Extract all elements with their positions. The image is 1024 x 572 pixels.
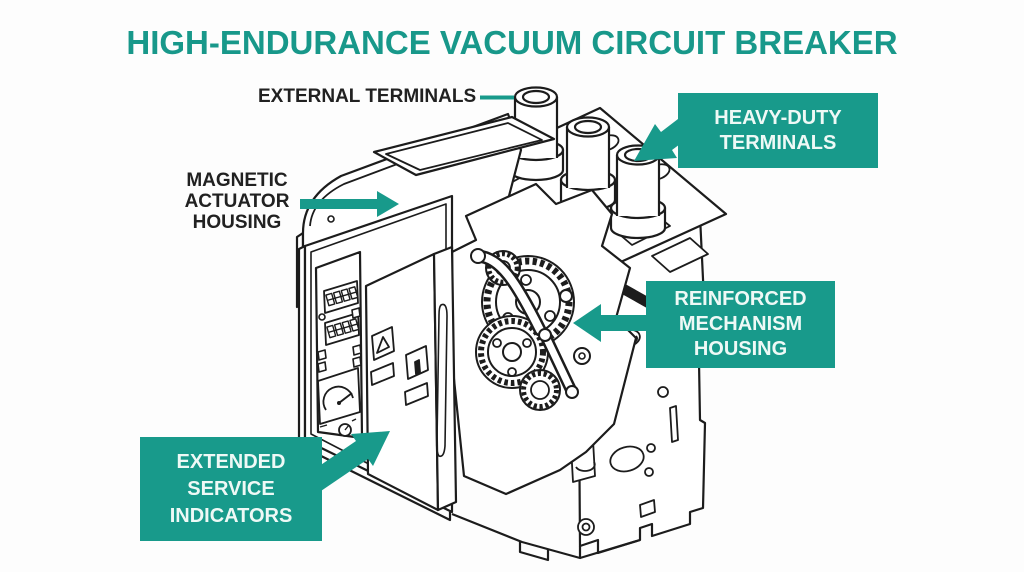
callout-extended-service-indicators: EXTENDED SERVICE INDICATORS (140, 437, 322, 541)
gear-medium (475, 315, 549, 389)
external-terminals-connector-line (480, 95, 514, 100)
extended-arrow (306, 431, 390, 493)
reinforced-arrow (573, 304, 650, 342)
magnetic-actuator-arrow (300, 191, 399, 217)
page-title: HIGH-ENDURANCE VACUUM CIRCUIT BREAKER (126, 24, 898, 61)
callout-reinforced-mechanism-housing: REINFORCED MECHANISM HOUSING (646, 281, 835, 368)
service-indicator-strip (314, 250, 364, 440)
door-edge-strip (432, 245, 458, 512)
label-external-terminals: EXTERNAL TERMINALS (258, 86, 477, 107)
mechanism-cutaway (450, 182, 638, 496)
callout-heavy-duty-terminals: HEAVY-DUTY TERMINALS (678, 93, 878, 168)
top-rim-frame (372, 115, 556, 177)
label-magnetic-actuator-housing: MAGNETIC ACTUATOR HOUSING (184, 170, 290, 233)
terminal-3 (609, 144, 667, 240)
operating-lever (470, 248, 591, 399)
front-door-panel (364, 252, 440, 512)
front-panel (297, 194, 458, 514)
gear-low (519, 369, 561, 411)
